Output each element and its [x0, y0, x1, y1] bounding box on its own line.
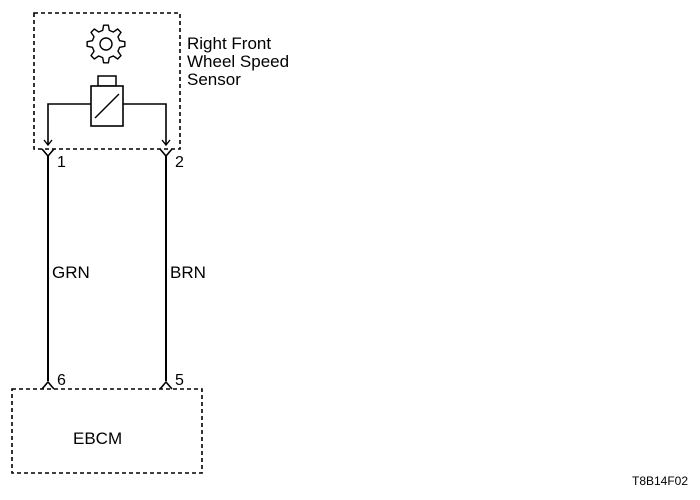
sensor-pin-2: 2 [175, 154, 184, 171]
figure-code: T8B14F02 [632, 474, 688, 488]
module-label: EBCM [73, 429, 122, 448]
sensor-terminal-2-inner [161, 139, 171, 147]
sensor-terminal-1 [41, 148, 55, 158]
module-enclosure [11, 388, 203, 474]
gear-icon [86, 24, 126, 64]
sensor-lead-right [123, 103, 167, 144]
sensor-label-line-1: Right Front [187, 34, 271, 53]
gear-outline [86, 24, 126, 64]
sensor-label-line-2: Wheel Speed [187, 52, 289, 71]
sensor-terminal-2 [159, 148, 173, 158]
sensor-enclosure [33, 12, 181, 150]
sensor-pin-1: 1 [57, 154, 66, 171]
module-pin-6: 6 [57, 372, 66, 389]
gear-hole [99, 37, 113, 51]
sensor-terminal-1-inner [43, 139, 53, 147]
sensor-label-line-3: Sensor [187, 70, 241, 89]
sensor-lead-left [47, 103, 91, 144]
module-pin-5: 5 [175, 372, 184, 389]
module-terminal-5 [159, 380, 173, 390]
module-terminal-6 [41, 380, 55, 390]
sensor-element [90, 75, 124, 127]
wire-right-color-label: BRN [170, 263, 206, 282]
wire-left-color-label: GRN [52, 263, 90, 282]
